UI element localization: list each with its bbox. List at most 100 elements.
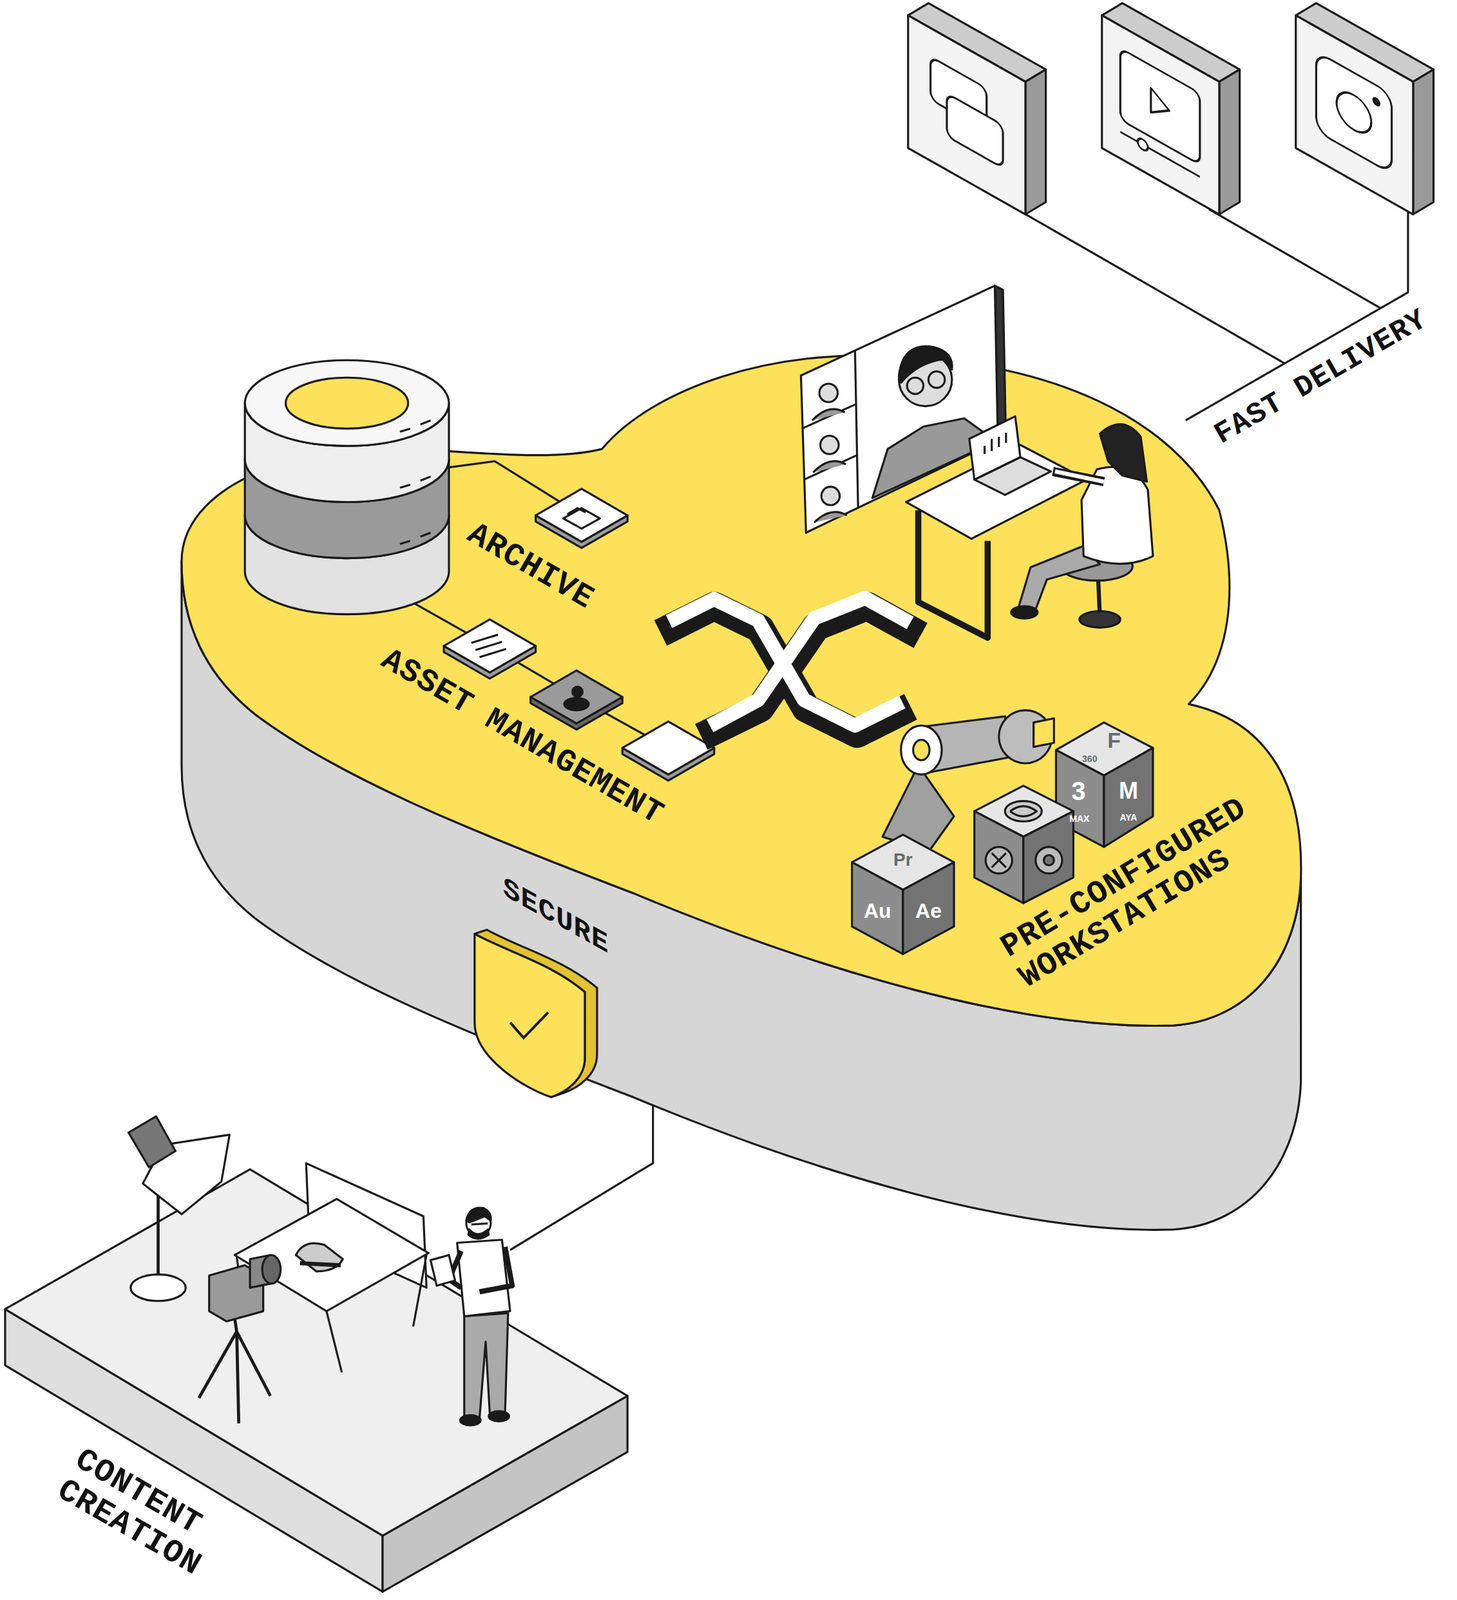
product-table xyxy=(234,1163,429,1373)
product-table xyxy=(295,1243,343,1272)
software-cube xyxy=(991,852,1007,867)
video-call-screen xyxy=(801,351,858,507)
photographer xyxy=(464,1313,509,1419)
software-cube xyxy=(985,847,1012,874)
photographer xyxy=(488,1411,510,1422)
remote-worker xyxy=(1055,471,1105,482)
social-panel xyxy=(1373,97,1380,107)
app-letter: Pr xyxy=(893,850,913,871)
social-panel xyxy=(1295,15,1414,215)
software-cube xyxy=(1004,801,1042,822)
node-label: ASSET MANAGEMENT xyxy=(374,641,670,833)
remote-worker xyxy=(1079,611,1121,628)
print-panel xyxy=(1025,69,1047,215)
secure-shield: SECURE xyxy=(464,869,659,1106)
video-panel xyxy=(1219,69,1240,215)
asset-label: ASSET MANAGEMENT xyxy=(371,637,674,836)
robot-arm xyxy=(913,740,930,761)
camera-tripod xyxy=(262,1254,281,1284)
illustration-group xyxy=(5,3,1434,1592)
video-panel xyxy=(1137,136,1148,153)
cloud-platform xyxy=(181,355,1302,1230)
asset-tile xyxy=(471,634,507,658)
video-call-screen xyxy=(820,436,840,455)
photographer xyxy=(471,1223,488,1225)
photographer xyxy=(510,1172,638,1250)
app-letter: 360 xyxy=(1082,754,1097,764)
app-letter: MAX xyxy=(1069,814,1090,824)
app-letter: M xyxy=(1118,778,1139,804)
software-cube xyxy=(1023,810,1074,904)
software-cube xyxy=(974,810,1024,904)
software-cube xyxy=(1035,847,1063,874)
delivery-label: FAST DELIVERY xyxy=(1209,303,1434,452)
remote-worker xyxy=(1053,471,1105,482)
archive-tile xyxy=(535,488,629,549)
social-panel xyxy=(1336,85,1372,140)
camera-tripod xyxy=(199,1254,281,1423)
software-cube xyxy=(852,862,904,955)
camera-tripod xyxy=(199,1318,271,1424)
print-panel xyxy=(946,93,1003,169)
video-call-screen xyxy=(928,371,945,388)
brand-logo xyxy=(716,597,904,723)
remote-worker xyxy=(1100,424,1148,482)
social-panel xyxy=(1413,69,1434,215)
photographer xyxy=(459,1415,481,1426)
software-cube xyxy=(1009,806,1037,817)
video-call-screen xyxy=(819,383,839,403)
app-letter: Au xyxy=(863,899,892,923)
photographer xyxy=(430,1254,455,1286)
social-panel xyxy=(1315,51,1392,174)
app-letter: F xyxy=(1107,728,1121,753)
archive-label: ARCHIVE xyxy=(457,512,603,621)
product-table xyxy=(300,1263,341,1266)
photographer xyxy=(479,1247,513,1293)
photographer xyxy=(457,1239,511,1317)
brand-logo xyxy=(673,597,908,734)
shield-outline xyxy=(474,929,598,1097)
studio-lamp xyxy=(130,1274,187,1302)
software-cube xyxy=(1104,747,1153,848)
print-panel xyxy=(930,56,1003,169)
remote-worker xyxy=(906,416,1153,638)
delivery-wire xyxy=(1015,208,1285,364)
social-panel xyxy=(1315,51,1392,174)
database-stack xyxy=(399,420,431,545)
software-cube xyxy=(903,862,954,955)
video-panel xyxy=(1102,15,1220,215)
connector-line xyxy=(637,1105,654,1173)
video-call-screen xyxy=(906,377,924,394)
node-label: ARCHIVE xyxy=(461,515,600,617)
video-panel xyxy=(1120,132,1200,178)
video-panel xyxy=(1151,88,1170,124)
database-stack xyxy=(244,360,449,614)
delivery-wire xyxy=(1209,209,1381,309)
studio-slab xyxy=(5,1169,628,1592)
video-panel xyxy=(1120,48,1200,165)
social-panel xyxy=(1295,3,1434,215)
video-panel xyxy=(1102,3,1240,215)
archive-tile xyxy=(535,488,629,542)
photographer xyxy=(466,1207,491,1223)
remote-worker xyxy=(1011,606,1038,619)
node-label: PRE-CONFIGURED WORKSTATIONS xyxy=(994,783,1283,996)
database-stack xyxy=(244,360,449,446)
software-cube xyxy=(1043,855,1054,866)
video-panel xyxy=(1120,48,1200,183)
app-letter: Ae xyxy=(915,899,942,923)
studio-lamp xyxy=(156,1193,160,1281)
asset-tile xyxy=(530,670,623,724)
workstations-label: PRE-CONFIGURED WORKSTATIONS xyxy=(991,780,1287,1000)
asset-tile xyxy=(443,619,536,673)
robot-arm xyxy=(1033,718,1055,747)
app-letter: AYA xyxy=(1119,813,1137,824)
remote-worker xyxy=(984,432,1007,455)
video-call-screen xyxy=(821,486,840,506)
studio-lamp xyxy=(128,1116,176,1168)
video-call-screen xyxy=(812,409,846,421)
cloud-platform xyxy=(181,355,1302,1026)
print-panel xyxy=(908,3,1047,215)
